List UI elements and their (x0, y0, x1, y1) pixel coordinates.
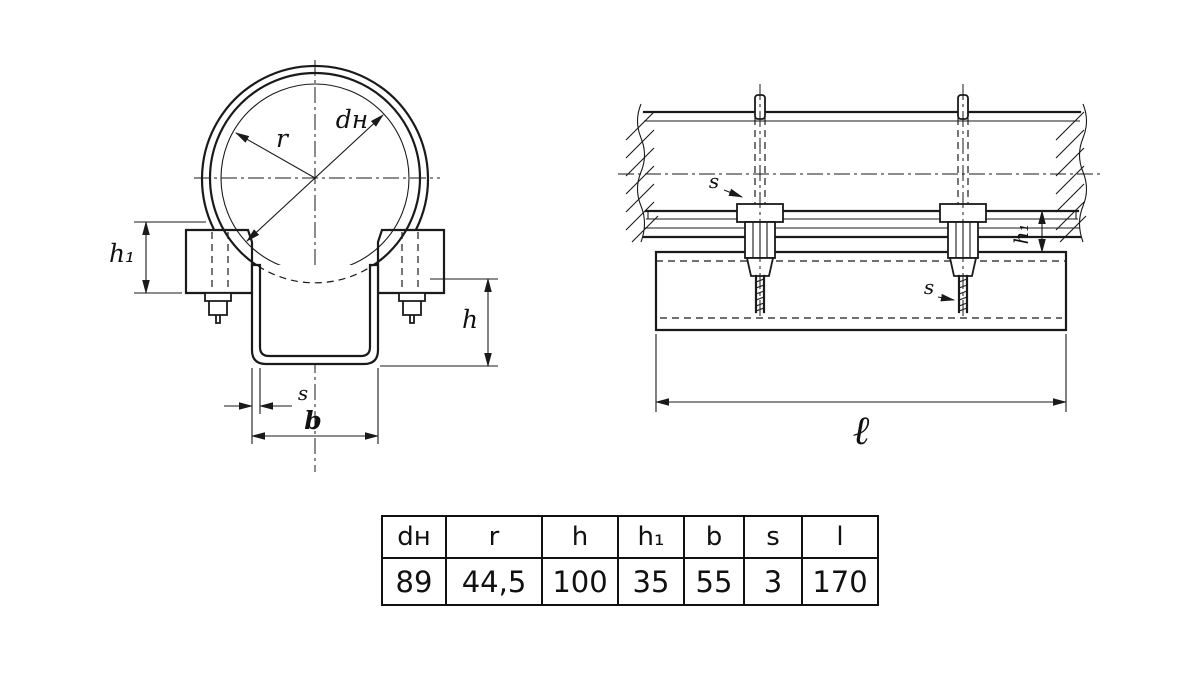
pipe-break-hatching (625, 111, 1087, 243)
header-h: h (541, 515, 619, 559)
value-r: 44,5 (445, 557, 543, 606)
dim-label-h1-side: h₁ (1009, 224, 1033, 245)
clamp-plate-thin-lines (646, 211, 1078, 220)
channel-fill (252, 265, 378, 364)
pipe-break-lines (636, 103, 1088, 243)
clamp-flange-left (184, 228, 254, 295)
pipe-outlines (642, 110, 1082, 239)
ubolt-hidden-rod-right (957, 118, 969, 204)
side-dimensions: ℓ h₁ s s (654, 169, 1068, 454)
bolt-left (204, 292, 232, 324)
table-header-row: dн r h h₁ b s l (381, 515, 879, 559)
pipe-wall-lines (644, 120, 1080, 229)
drawing-canvas: r dн h₁ h b s (109, 60, 1100, 472)
dim-label-dn: dн (336, 105, 368, 134)
clamp-strap-arc (200, 64, 430, 231)
ubolt-hidden-rod-left (754, 118, 766, 204)
dim-label-h1: h₁ (109, 239, 135, 268)
header-dn: dн (381, 515, 447, 559)
dim-label-h: h (462, 305, 478, 334)
dim-label-s-top: s (709, 169, 719, 193)
bolt-right (398, 292, 426, 324)
dim-label-s: s (298, 381, 308, 405)
value-s: 3 (743, 557, 803, 606)
h1-extension-lines (134, 221, 206, 294)
channel-outline (250, 263, 380, 366)
side-view: ℓ h₁ s s (618, 84, 1100, 454)
header-l: l (801, 515, 879, 559)
dim-label-b: b (304, 406, 321, 435)
support-channel-hidden-lines (656, 260, 1066, 319)
value-h1: 35 (617, 557, 685, 606)
side-centerlines (618, 84, 1100, 320)
value-dn: 89 (381, 557, 447, 606)
front-view: r dн h₁ h b s (109, 60, 498, 472)
support-channel-outline (654, 250, 1068, 332)
header-b: b (683, 515, 745, 559)
value-l: 170 (801, 557, 879, 606)
table-value-row: 89 44,5 100 35 55 3 170 (381, 557, 879, 606)
value-b: 55 (683, 557, 745, 606)
header-r: r (445, 515, 543, 559)
front-dimensions: r dн h₁ h b s (109, 105, 498, 444)
clamp-flange-right (376, 228, 446, 295)
dim-label-l: ℓ (853, 408, 870, 454)
header-h1: h₁ (617, 515, 685, 559)
header-s: s (743, 515, 803, 559)
diameter-leader (246, 114, 384, 242)
s-leader-top (723, 188, 744, 198)
flange-bolt-hidden-lines (211, 232, 419, 291)
dim-label-r: r (276, 124, 290, 153)
value-h: 100 (541, 557, 619, 606)
dimensions-table: dн r h h₁ b s l 89 44,5 100 35 55 3 170 (381, 515, 879, 606)
dim-label-s-bottom: s (924, 275, 934, 299)
pipe-hidden-arc (257, 265, 373, 284)
s-leader-bottom (937, 293, 956, 302)
l-extension-lines (655, 334, 1067, 412)
